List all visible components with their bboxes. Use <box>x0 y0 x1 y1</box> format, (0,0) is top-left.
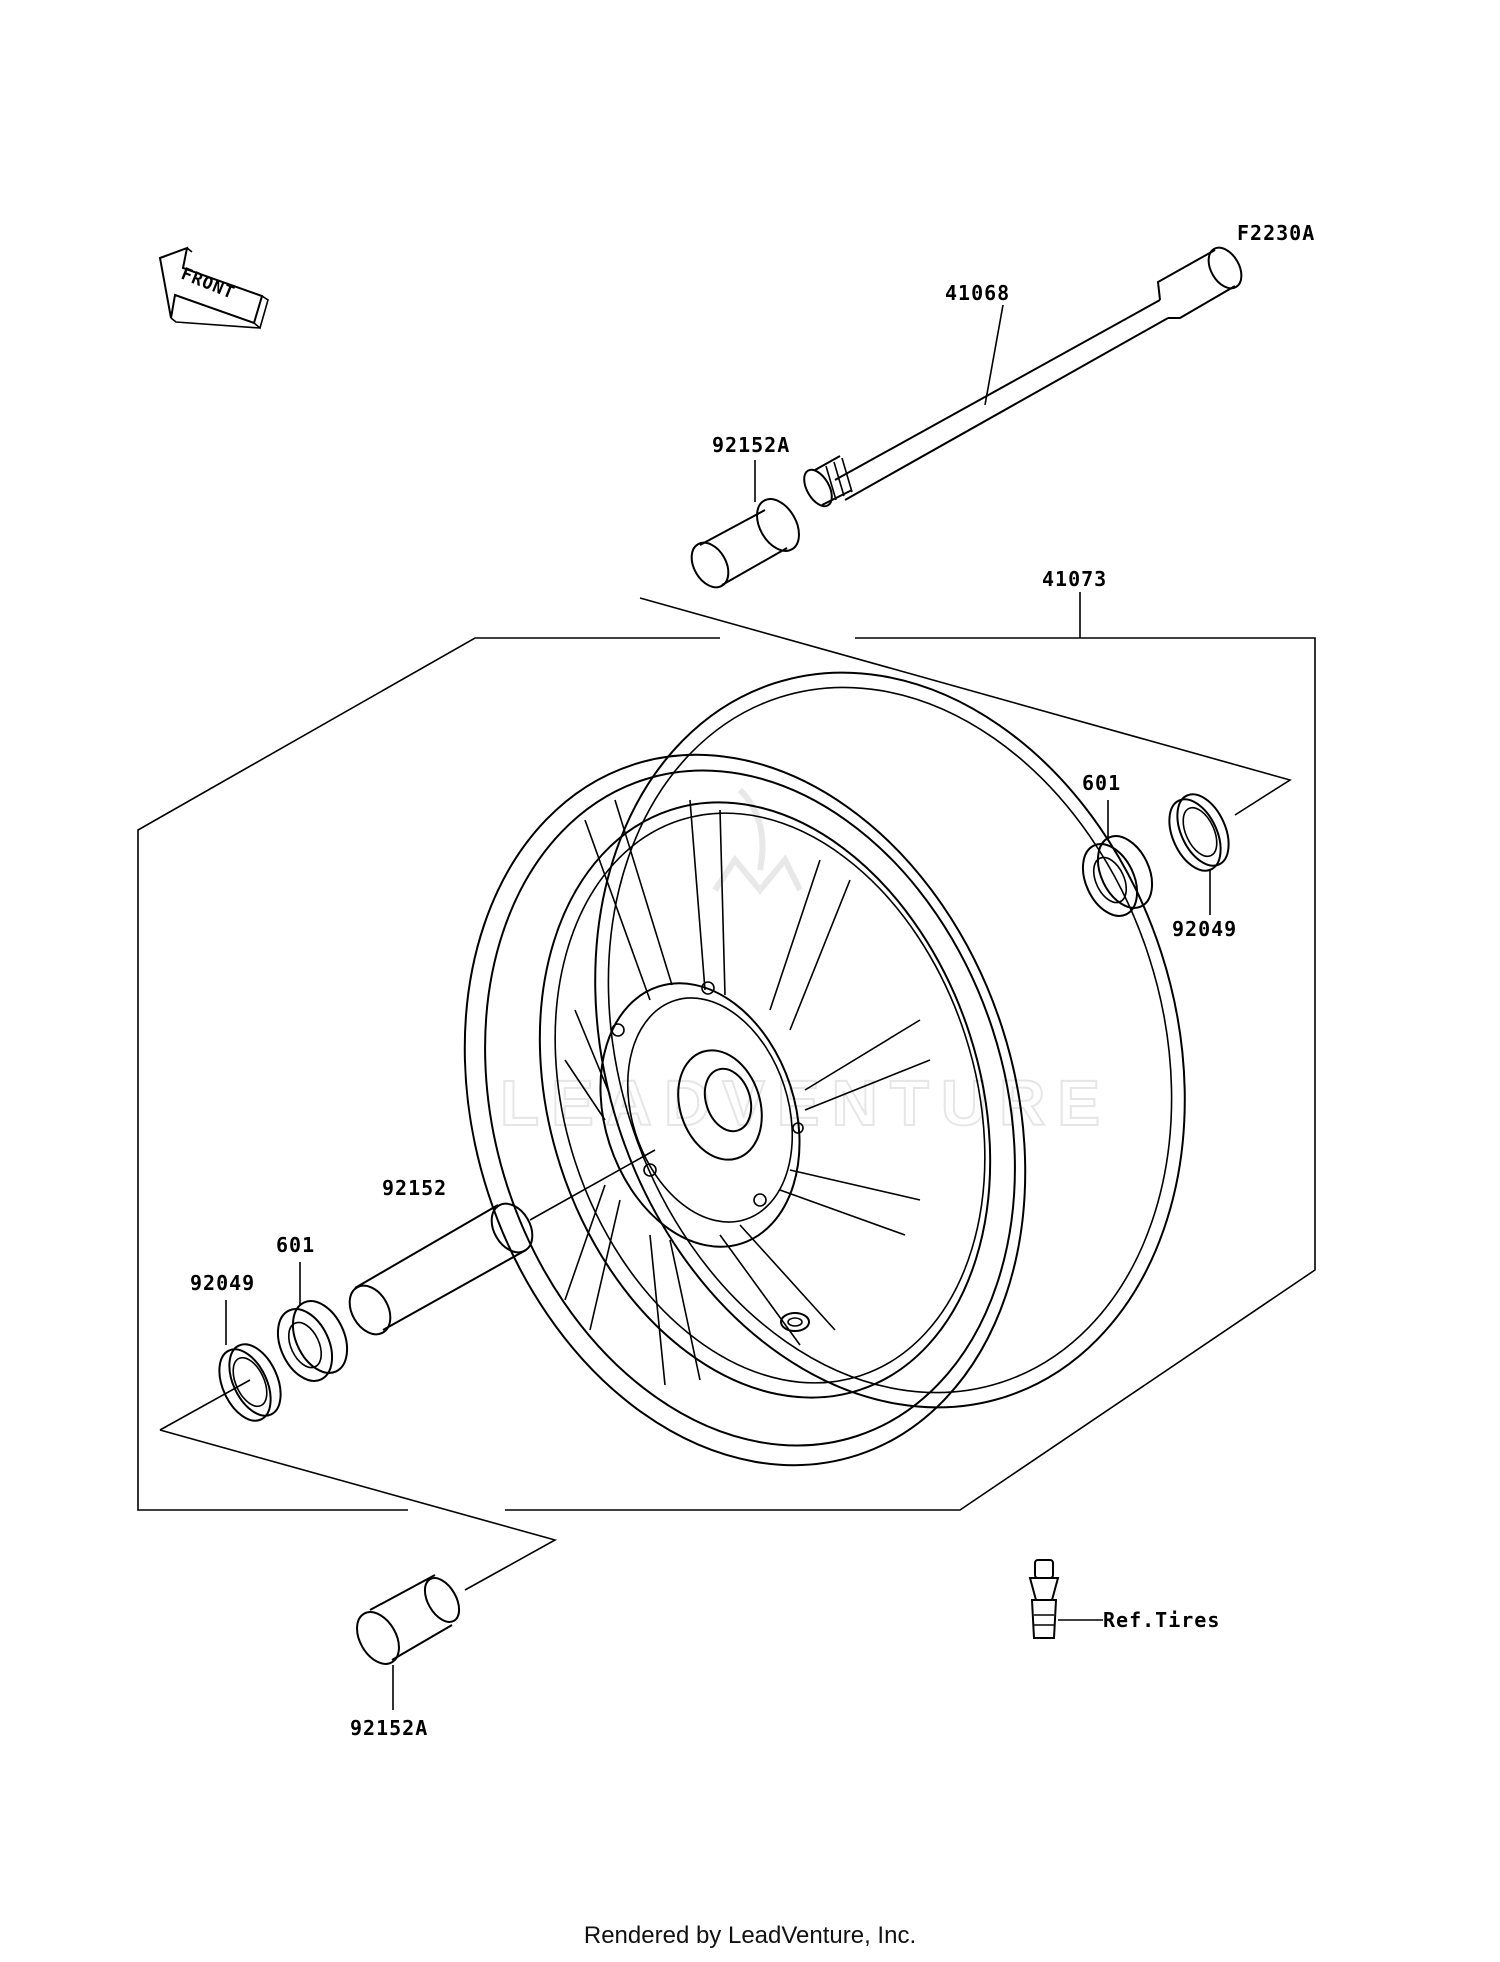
label-ref-tires: Ref.Tires <box>1103 1608 1220 1632</box>
leadventure-watermark: LEADVENTURE <box>499 787 1112 1140</box>
footer-credit: Rendered by LeadVenture, Inc. <box>583 1922 917 1949</box>
assembly-box-right <box>505 637 1316 1511</box>
axis-line-top <box>639 597 1292 816</box>
seal-left-part <box>218 1300 282 1422</box>
valve-part <box>1028 1559 1103 1639</box>
label-92049-left: 92049 <box>190 1271 255 1295</box>
label-92152A-bottom: 92152A <box>350 1716 428 1740</box>
label-601-left: 601 <box>276 1233 315 1257</box>
seal-right-part <box>1168 793 1230 915</box>
label-92152-center: 92152 <box>382 1176 447 1200</box>
label-601-right: 601 <box>1082 771 1121 795</box>
front-label: FRONT <box>178 264 238 304</box>
wheel-part <box>463 671 1186 1467</box>
label-41073: 41073 <box>1042 567 1107 591</box>
assembly-box-left <box>137 637 720 1511</box>
label-41068: 41068 <box>945 281 1010 305</box>
label-92049-right: 92049 <box>1172 917 1237 941</box>
bearing-left-part <box>276 1262 349 1382</box>
watermark-text: LEADVENTURE <box>500 1067 1112 1139</box>
front-arrow-icon: FRONT <box>158 246 269 330</box>
label-92152A-top: 92152A <box>712 433 790 457</box>
axle-part <box>803 246 1243 508</box>
collar-top-part <box>690 460 800 589</box>
diagram-code: F2230A <box>1237 221 1315 245</box>
bearing-right-part <box>1081 800 1154 917</box>
axis-line-bottom <box>159 1379 558 1591</box>
collar-center-part <box>348 1149 656 1336</box>
collar-bottom-part <box>356 1574 461 1710</box>
